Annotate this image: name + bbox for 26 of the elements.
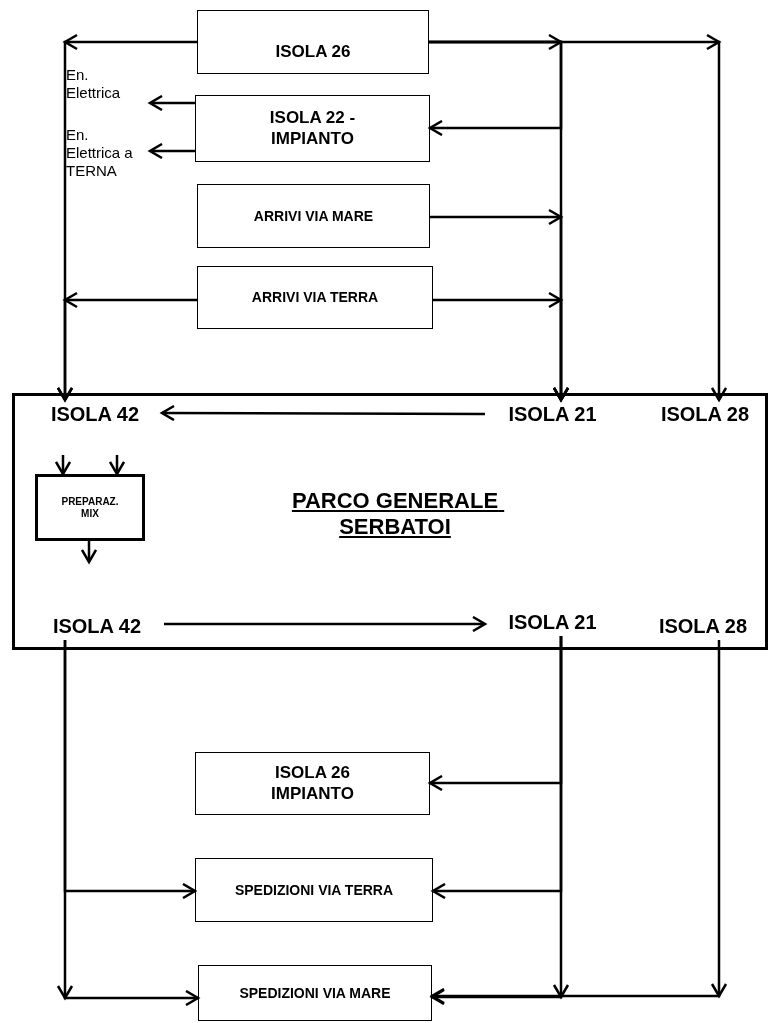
- process-box: [195, 95, 430, 162]
- process-box: [35, 474, 145, 541]
- box-text: ISOLA 22 - IMPIANTO: [268, 108, 357, 149]
- process-box: [197, 266, 433, 329]
- tank-farm-frame: [12, 393, 768, 650]
- process-box: [195, 858, 433, 922]
- island-label: ISOLA 42: [50, 402, 140, 426]
- process-box: [195, 752, 430, 815]
- island-label: ISOLA 42: [52, 614, 142, 638]
- process-box: [197, 10, 429, 74]
- box-text: En. Elettrica: [66, 66, 122, 102]
- island-label: ISOLA 21: [508, 610, 597, 634]
- island-label: ISOLA 21: [508, 402, 597, 426]
- process-box: [198, 965, 432, 1021]
- box-text: ISOLA 26 IMPIANTO: [270, 763, 355, 804]
- box-text: PREPARAZ. MIX: [60, 495, 120, 520]
- box-text: ISOLA 26: [275, 41, 351, 63]
- box-text: SPEDIZIONI VIA MARE: [239, 984, 391, 1002]
- process-box: [197, 184, 430, 248]
- island-label: ISOLA 28: [658, 614, 748, 638]
- island-label: ISOLA 28: [660, 402, 750, 426]
- frame-title: PARCO GENERALE SERBATOI: [290, 488, 500, 541]
- box-text: ARRIVI VIA MARE: [253, 207, 374, 225]
- box-text: SPEDIZIONI VIA TERRA: [234, 881, 394, 899]
- box-text: En. Elettrica a TERNA: [66, 126, 134, 180]
- box-text: ARRIVI VIA TERRA: [251, 289, 379, 306]
